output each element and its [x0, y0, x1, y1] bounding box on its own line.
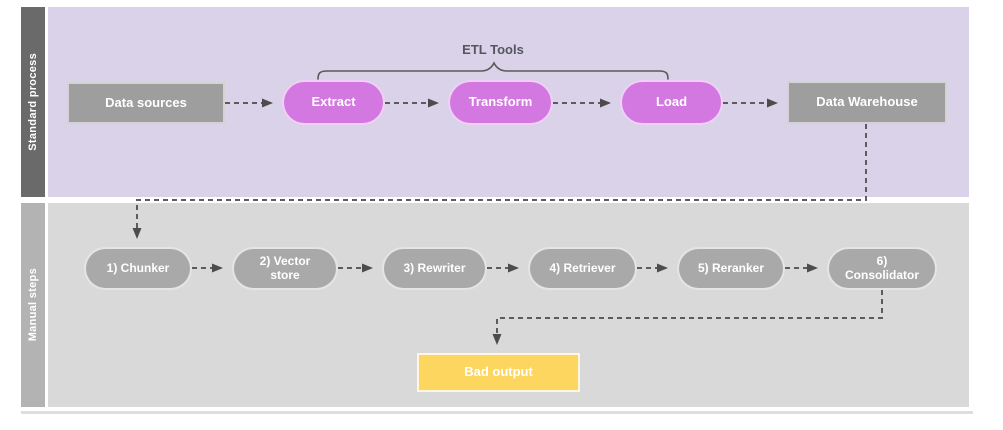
- node-data-warehouse: Data Warehouse: [787, 81, 947, 124]
- lane-label-manual-steps: Manual steps: [27, 268, 39, 342]
- lane-band-manual-steps: Manual steps: [21, 203, 45, 407]
- node-load: Load: [620, 80, 723, 125]
- node-transform: Transform: [448, 80, 553, 125]
- node-data-sources: Data sources: [67, 82, 225, 124]
- node-consolidator: 6) Consolidator: [827, 247, 937, 290]
- node-chunker: 1) Chunker: [84, 247, 192, 290]
- node-reranker: 5) Reranker: [677, 247, 785, 290]
- lane-band-standard-process: Standard process: [21, 7, 45, 197]
- node-bad-output: Bad output: [417, 353, 580, 392]
- node-vector-store: 2) Vector store: [232, 247, 338, 290]
- node-rewriter: 3) Rewriter: [382, 247, 487, 290]
- node-retriever: 4) Retriever: [528, 247, 637, 290]
- node-extract: Extract: [282, 80, 385, 125]
- etl-tools-label: ETL Tools: [462, 42, 524, 57]
- diagram-bottom-divider: [21, 411, 973, 414]
- lane-label-standard-process: Standard process: [27, 53, 39, 151]
